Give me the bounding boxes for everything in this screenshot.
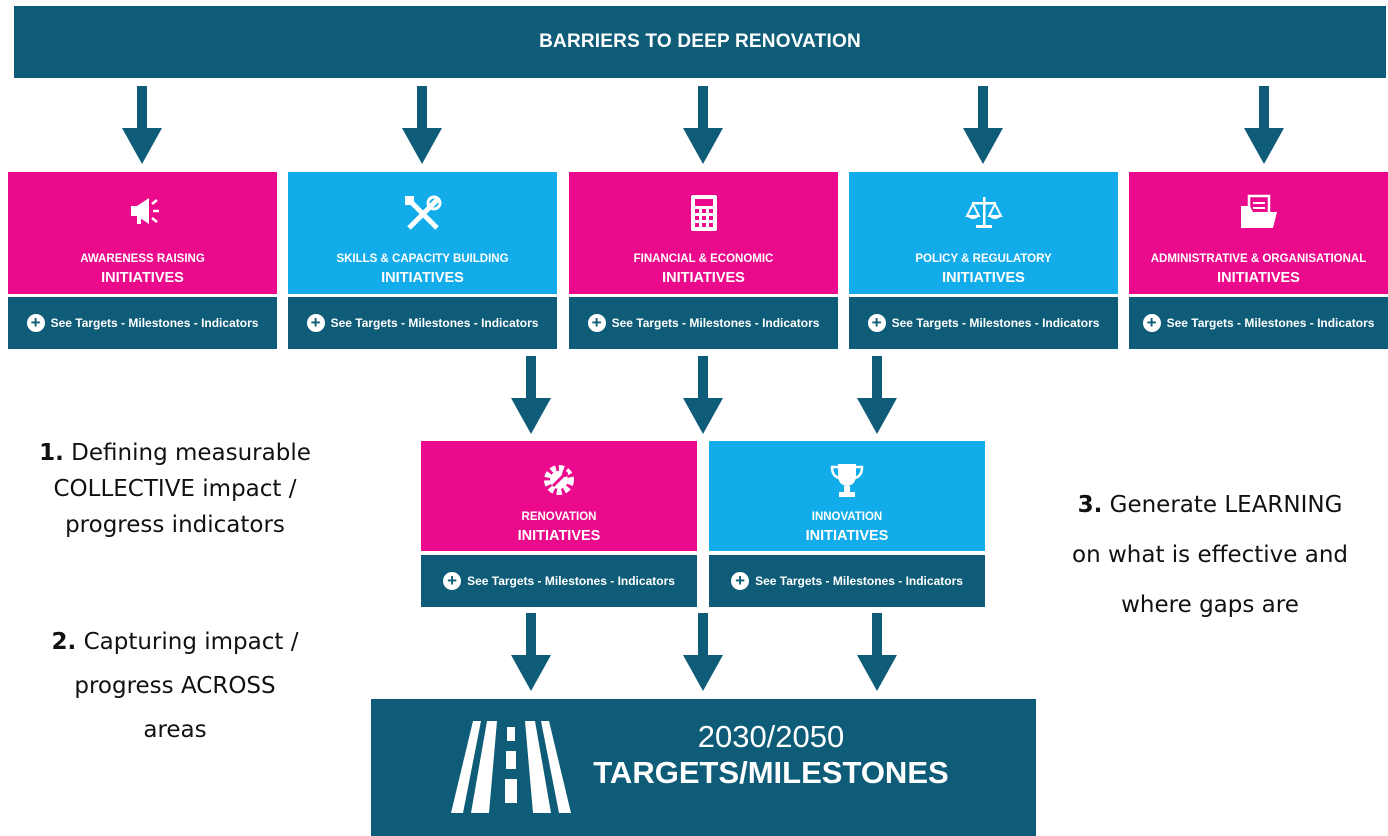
note-text: on what is effective and	[1072, 542, 1348, 568]
note-text: where gaps are	[1121, 592, 1299, 618]
see-targets-label: See Targets - Milestones - Indicators	[330, 316, 539, 330]
plus-icon: +	[443, 572, 462, 590]
awareness-raising-card: AWARENESS RAISING INITIATIVES	[8, 172, 277, 294]
initiative-subtitle: INITIATIVES	[805, 528, 889, 544]
initiative-title: FINANCIAL & ECONOMIC	[633, 253, 774, 265]
arrow-down-icon	[963, 86, 1003, 164]
initiative-subtitle: INITIATIVES	[101, 270, 184, 286]
calculator-icon	[569, 194, 838, 234]
see-targets-link[interactable]: + See Targets - Milestones - Indicators	[1129, 297, 1388, 349]
renovation-card: RENOVATION INITIATIVES	[421, 441, 697, 551]
target-label: TARGETS/MILESTONES	[593, 755, 949, 790]
see-targets-link[interactable]: + See Targets - Milestones - Indicators	[421, 555, 697, 607]
plus-icon: +	[867, 314, 886, 332]
arrow-down-icon	[857, 356, 897, 434]
note-number: 1.	[39, 440, 64, 466]
note-text: Capturing impact /	[83, 629, 299, 655]
plus-icon: +	[731, 572, 750, 590]
banner-title: BARRIERS TO DEEP RENOVATION	[539, 31, 861, 52]
innovation-card: INNOVATION INITIATIVES	[709, 441, 985, 551]
arrow-down-icon	[683, 613, 723, 691]
arrow-down-icon	[402, 86, 442, 164]
note-text: progress indicators	[65, 512, 285, 538]
policy-regulatory-card: POLICY & REGULATORY INITIATIVES	[849, 172, 1118, 294]
arrow-down-icon	[122, 86, 162, 164]
financial-economic-card: FINANCIAL & ECONOMIC INITIATIVES	[569, 172, 838, 294]
see-targets-link[interactable]: + See Targets - Milestones - Indicators	[569, 297, 838, 349]
see-targets-label: See Targets - Milestones - Indicators	[891, 316, 1100, 330]
see-targets-link[interactable]: + See Targets - Milestones - Indicators	[288, 297, 557, 349]
skills-capacity-card: SKILLS & CAPACITY BUILDING INITIATIVES	[288, 172, 557, 294]
note-text: progress ACROSS	[74, 673, 276, 699]
note-number: 3.	[1077, 492, 1103, 518]
arrow-down-icon	[683, 86, 723, 164]
scales-icon	[849, 194, 1118, 234]
arrow-down-icon	[511, 356, 551, 434]
initiative-title: AWARENESS RAISING	[80, 253, 205, 265]
note-text: areas	[143, 717, 207, 743]
see-targets-label: See Targets - Milestones - Indicators	[467, 574, 675, 588]
initiative-subtitle: INITIATIVES	[1217, 270, 1300, 286]
targets-milestones-box: 2030/2050 TARGETS/MILESTONES	[371, 699, 1036, 836]
see-targets-label: See Targets - Milestones - Indicators	[1166, 316, 1375, 330]
initiative-subtitle: INITIATIVES	[662, 270, 745, 286]
folder-icon	[1129, 194, 1388, 234]
see-targets-label: See Targets - Milestones - Indicators	[755, 574, 963, 588]
see-targets-link[interactable]: + See Targets - Milestones - Indicators	[709, 555, 985, 607]
plus-icon: +	[587, 314, 606, 332]
road-icon	[451, 721, 571, 813]
initiative-subtitle: INITIATIVES	[517, 528, 601, 544]
note-text: Defining measurable	[71, 440, 311, 466]
note-number: 2.	[51, 629, 77, 655]
plus-icon: +	[1142, 314, 1161, 332]
gear-wrench-icon	[421, 461, 697, 501]
initiative-title: RENOVATION	[521, 511, 597, 523]
plus-icon: +	[306, 314, 325, 332]
see-targets-link[interactable]: + See Targets - Milestones - Indicators	[849, 297, 1118, 349]
see-targets-label: See Targets - Milestones - Indicators	[611, 316, 820, 330]
note-collective-indicators: 1. Defining measurable COLLECTIVE impact…	[10, 435, 340, 543]
barriers-banner: BARRIERS TO DEEP RENOVATION	[14, 6, 1386, 78]
initiative-subtitle: INITIATIVES	[942, 270, 1025, 286]
see-targets-link[interactable]: + See Targets - Milestones - Indicators	[8, 297, 277, 349]
plus-icon: +	[26, 314, 45, 332]
see-targets-label: See Targets - Milestones - Indicators	[50, 316, 259, 330]
arrow-down-icon	[857, 613, 897, 691]
target-years: 2030/2050	[697, 719, 845, 754]
note-generate-learning: 3. Generate LEARNING on what is effectiv…	[1040, 480, 1380, 630]
note-text: COLLECTIVE impact /	[53, 476, 297, 502]
initiative-title: ADMINISTRATIVE & ORGANISATIONAL	[1150, 253, 1367, 265]
initiative-title: INNOVATION	[811, 511, 883, 523]
initiative-subtitle: INITIATIVES	[381, 270, 464, 286]
initiative-title: POLICY & REGULATORY	[915, 253, 1052, 265]
note-text: Generate LEARNING	[1109, 492, 1343, 518]
note-capturing-impact: 2. Capturing impact / progress ACROSS ar…	[10, 620, 340, 752]
arrow-down-icon	[511, 613, 551, 691]
arrow-down-icon	[1244, 86, 1284, 164]
initiative-title: SKILLS & CAPACITY BUILDING	[336, 253, 509, 265]
trophy-icon	[709, 461, 985, 501]
megaphone-icon	[8, 194, 277, 234]
tools-icon	[288, 194, 557, 234]
administrative-organisational-card: ADMINISTRATIVE & ORGANISATIONAL INITIATI…	[1129, 172, 1388, 294]
arrow-down-icon	[683, 356, 723, 434]
